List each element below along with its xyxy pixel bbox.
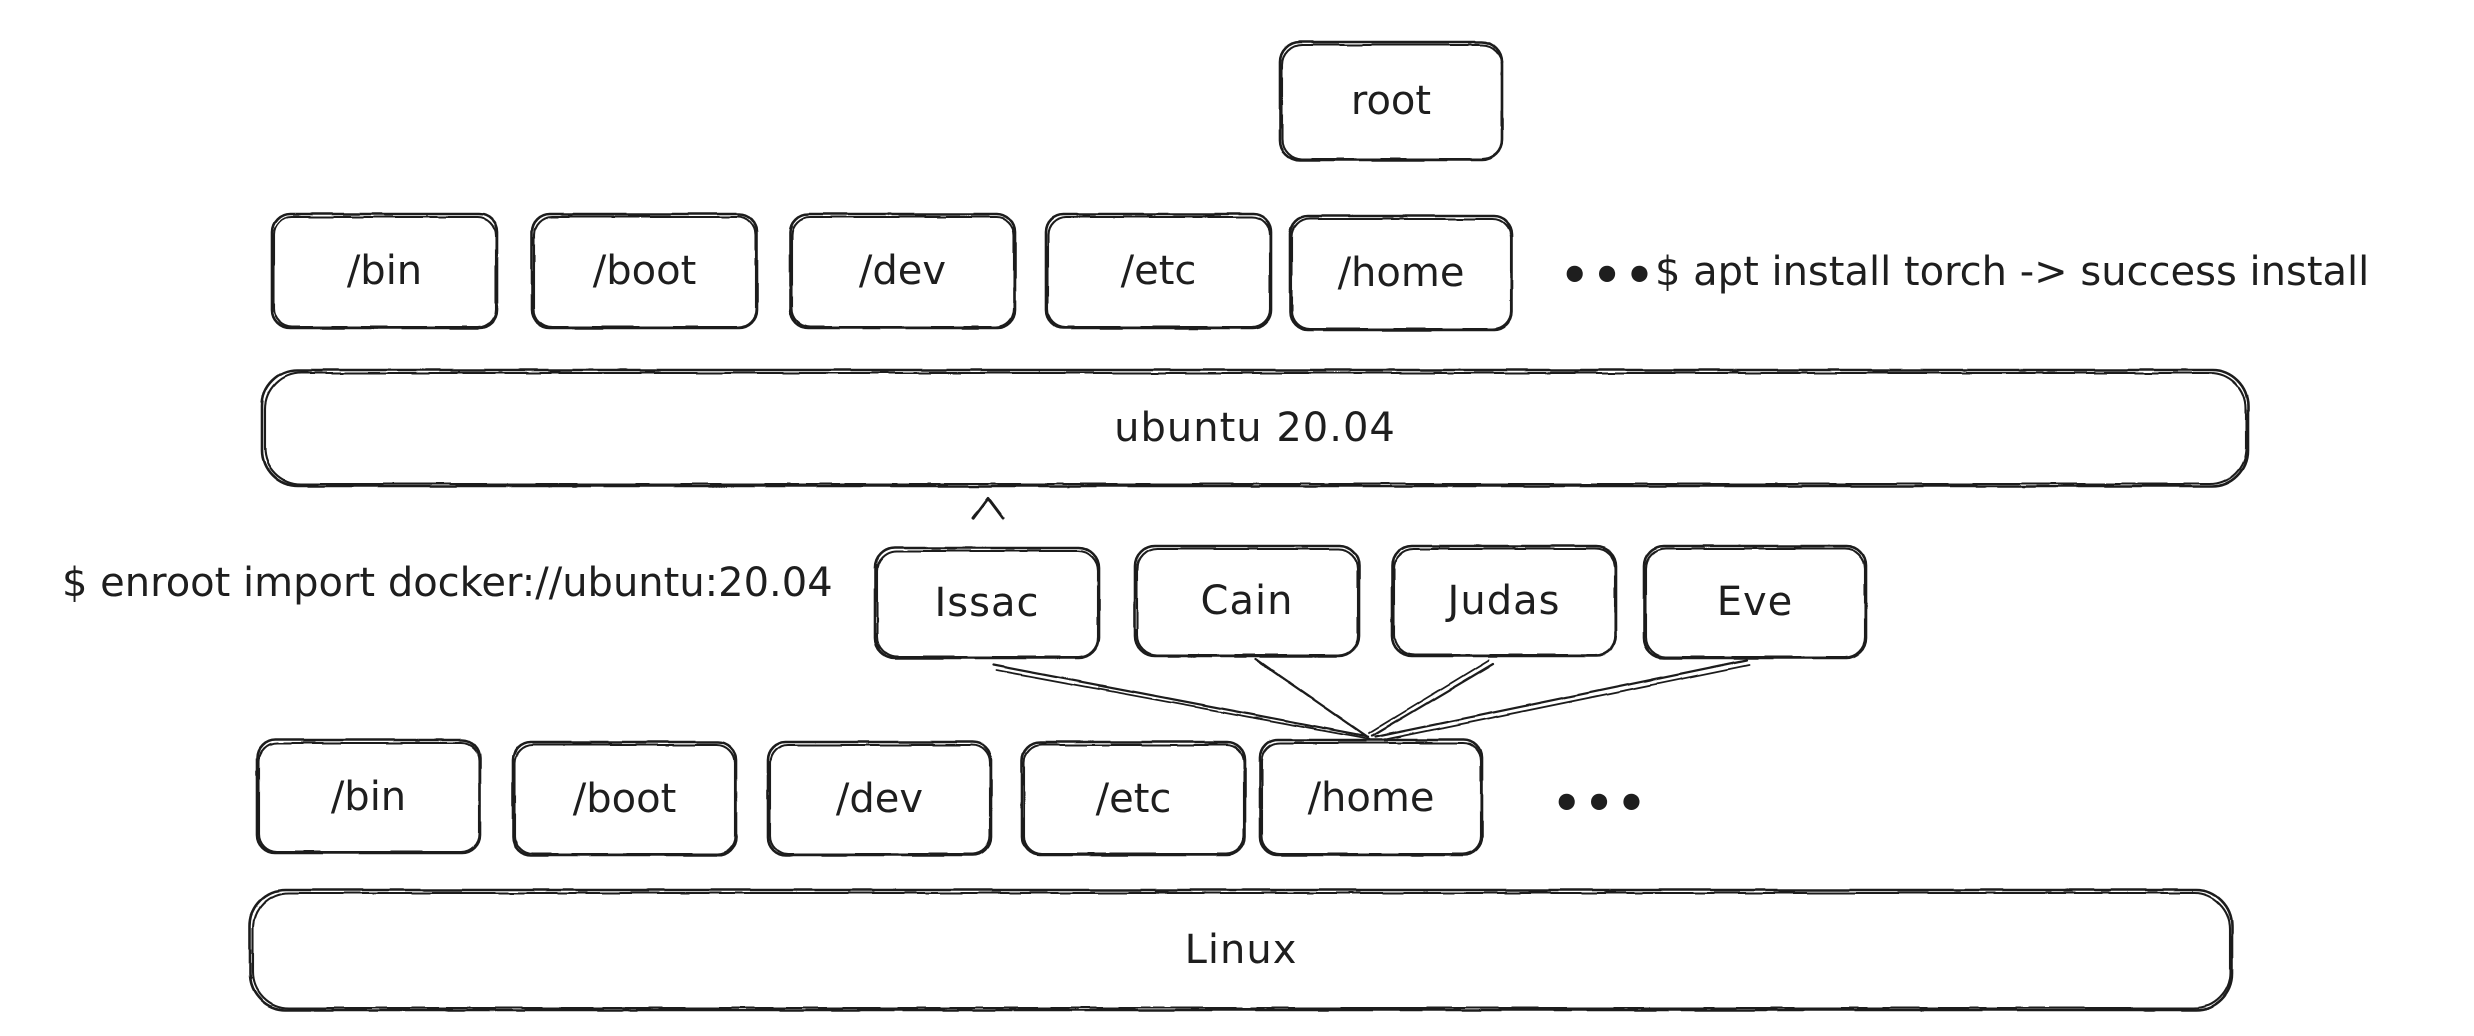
- edge-cain-to-home: [1253, 657, 1372, 741]
- node-home-host[interactable]: [1258, 738, 1484, 857]
- host-more-indicator: •••: [1552, 776, 1650, 830]
- node-etc-container[interactable]: [1044, 212, 1273, 330]
- arrow-import-to-ubuntu: [971, 496, 1005, 551]
- node-user-issac[interactable]: [873, 546, 1101, 660]
- container-more-indicator: •••: [1560, 248, 1658, 302]
- node-linux-bar[interactable]: [248, 888, 2234, 1012]
- edge-issac-to-home: [991, 663, 1369, 740]
- node-boot-host[interactable]: [511, 740, 738, 857]
- node-dev-container[interactable]: [788, 212, 1017, 330]
- apt-install-note: $ apt install torch -> success install: [1655, 249, 2370, 295]
- node-bin-host[interactable]: [255, 738, 482, 855]
- node-boot-container[interactable]: [530, 212, 759, 330]
- edge-eve-to-home: [1373, 658, 1750, 742]
- node-etc-host[interactable]: [1020, 740, 1247, 857]
- node-user-cain[interactable]: [1133, 544, 1361, 658]
- enroot-import-command: $ enroot import docker://ubuntu:20.04: [62, 560, 833, 606]
- edge-judas-to-home: [1368, 659, 1495, 738]
- node-home-container[interactable]: [1288, 214, 1514, 332]
- node-root[interactable]: [1278, 40, 1504, 162]
- node-bin-container[interactable]: [270, 212, 499, 330]
- node-ubuntu-bar[interactable]: [260, 368, 2250, 488]
- node-dev-host[interactable]: [766, 740, 993, 857]
- node-user-judas[interactable]: [1390, 544, 1618, 658]
- node-user-eve[interactable]: [1642, 544, 1868, 660]
